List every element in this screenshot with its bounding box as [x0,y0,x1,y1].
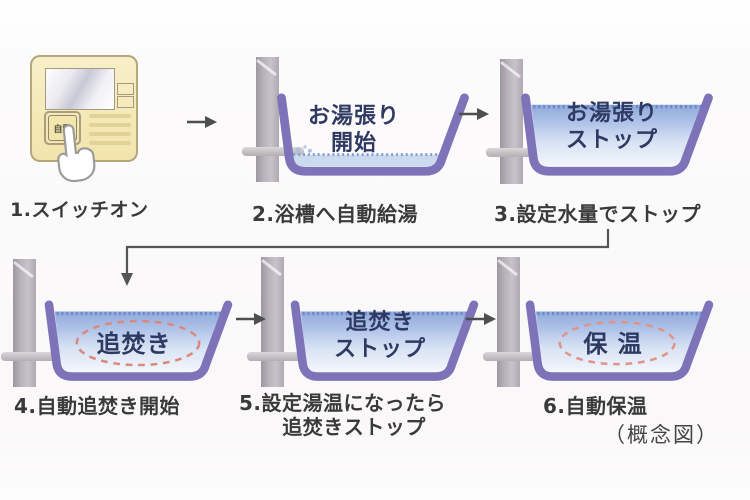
tub-caption: お湯張り 開始 [284,104,424,158]
tub-caption: 追焚き ストップ [300,310,460,364]
elbow-connector-arrow [121,229,610,286]
tub-caption-line1: お湯張り [307,104,400,129]
remote-label-line [89,114,131,118]
water-pipe [242,147,304,156]
tub-caption-line1: 保 温 [583,330,643,358]
bathtub-icon [521,93,713,176]
tub-caption: お湯張り ストップ [532,101,692,155]
tub-caption-line2: ストップ [333,336,426,362]
step-5-label: 5.設定湯温になったら 追焚きストップ [239,391,469,439]
wall-pillar [497,257,520,387]
remote-side-button [117,96,134,108]
arrow-right-icon [187,116,217,128]
footnote: （概念図） [604,423,719,447]
water-fill [292,154,440,167]
step-1-label: 1.スイッチオン [10,199,149,221]
step-6-label: 6.自動保温 [543,394,648,418]
tub-caption-line2: ストップ [565,127,658,153]
tub-caption-line1: 追焚き [345,310,415,335]
remote-side-button [117,83,134,95]
water-fill [531,104,704,167]
remote-label-line [89,141,131,145]
water-pipe [483,352,541,361]
remote-control: 自動 [30,55,138,162]
water-pipe [247,352,305,361]
remote-label-line [89,123,131,127]
step-3-label: 3.設定水量でストップ [494,202,702,226]
tub-caption-line1: お湯張り [565,101,658,126]
tub-caption-line2: 開始 [330,130,377,156]
remote-screen [45,68,115,110]
bathtub-icon [44,300,233,381]
bathtub-icon [290,300,479,381]
bathtub-icon [277,93,469,176]
step-5-label-line1: 5.設定湯温になったら [239,391,447,415]
tub-caption-line1: 追焚き [96,330,172,358]
step-5-label-line2: 追焚きストップ [282,414,426,439]
tub-caption: 保 温 [543,330,683,359]
circulation-dashes-icon [558,320,676,366]
step-4-label: 4.自動追焚き開始 [14,394,181,418]
wall-pillar [261,257,284,387]
step-2-label: 2.浴槽へ自動給湯 [252,202,419,226]
tub-caption: 追焚き [64,330,204,359]
remote-label-line [89,132,131,136]
water-pipe [486,148,548,157]
circulation-dashes-icon [75,319,201,367]
hand-cursor-icon [57,124,96,183]
wall-pillar [13,259,36,387]
water-fill [300,311,470,372]
bathtub-icon [525,300,714,381]
water-pipe [1,352,57,361]
